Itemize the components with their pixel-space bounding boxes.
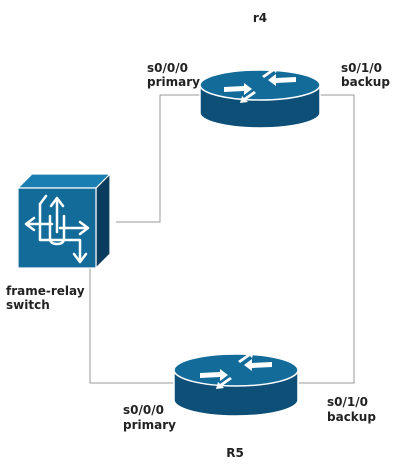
router-r5-name: R5 [226,446,244,460]
link-switch-r4 [116,94,200,223]
r5-left-role: primary [123,418,176,432]
r4-left-interface: s0/0/0 [147,61,188,75]
router-icon [224,66,296,103]
router-r4 [199,66,321,129]
r4-right-interface: s0/1/0 [341,61,382,75]
link-r4-r5-backup [298,94,355,384]
switch-name-line1: frame-relay [6,284,85,298]
link-switch-r5 [89,268,174,384]
r5-right-role: backup [327,410,376,424]
router-r4-name: r4 [252,11,268,25]
r5-right-interface: s0/1/0 [327,395,368,409]
frame-relay-switch [16,172,112,270]
router-r5 [173,351,299,417]
frame-relay-switch-icon [24,194,90,264]
router-icon [200,351,272,389]
r4-left-role: primary [147,75,200,89]
r4-right-role: backup [341,75,390,89]
r5-left-interface: s0/0/0 [123,403,164,417]
switch-name-line2: switch [6,298,50,312]
links [89,94,355,384]
